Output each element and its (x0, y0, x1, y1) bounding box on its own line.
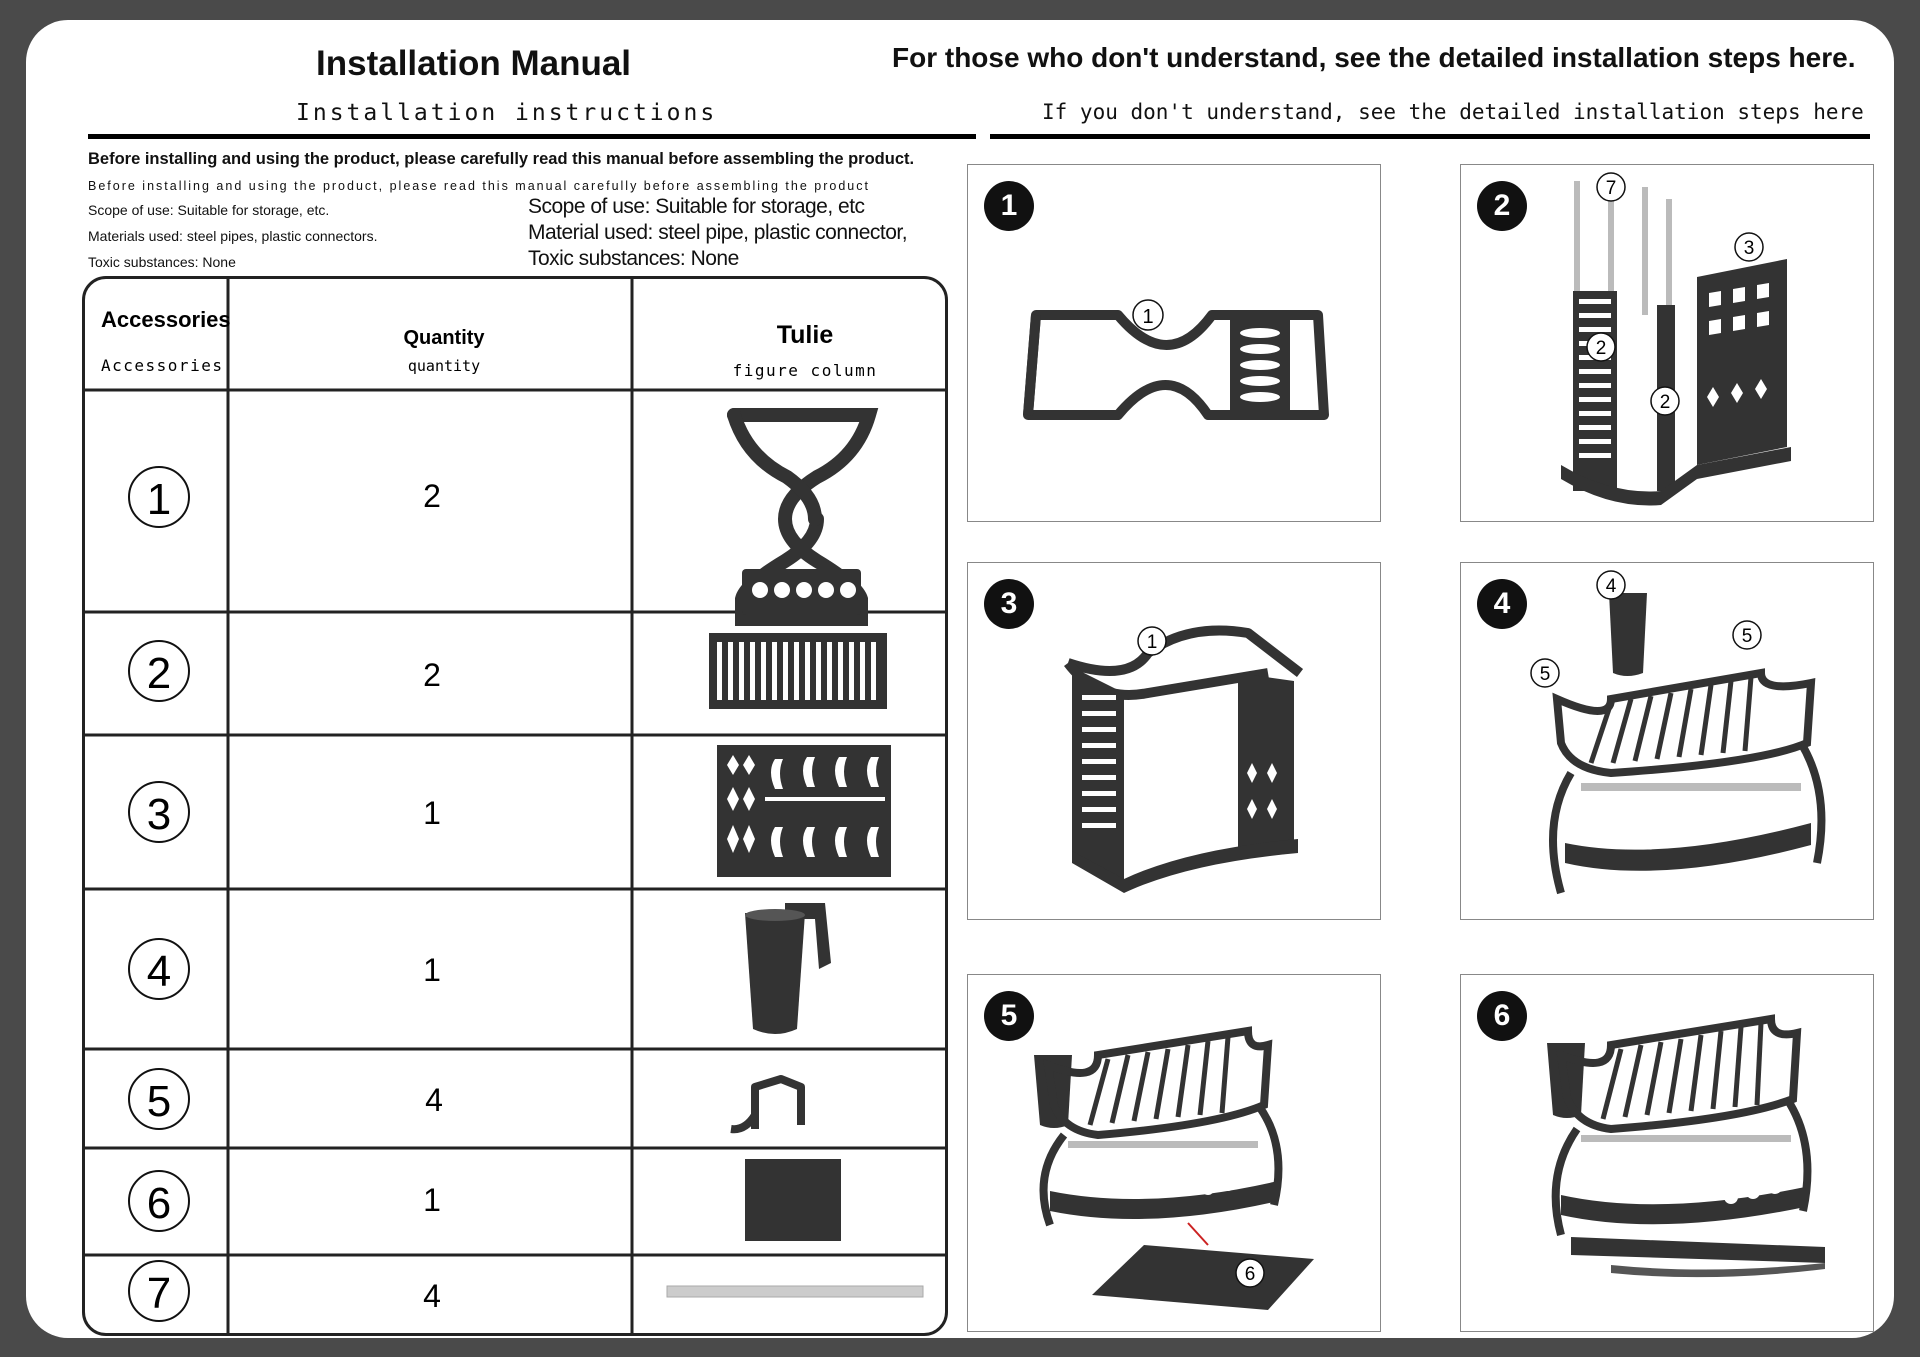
step-3-illustration: 1 (1064, 625, 1304, 893)
header-rule-left (88, 134, 976, 139)
step-callout: 4 (1606, 576, 1617, 597)
part-quantity: 4 (423, 1278, 441, 1314)
step-callout: 2 (1660, 392, 1671, 413)
part-quantity: 4 (425, 1082, 443, 1118)
step-callout: 2 (1596, 338, 1607, 359)
step-2-illustration: 7 2 2 3 (1561, 172, 1791, 506)
step-panel-2: 2 7 (1460, 164, 1874, 522)
step-callout: 1 (1147, 632, 1158, 653)
step-6-illustration (1547, 1014, 1825, 1278)
header-quantity-sub: quantity (408, 357, 480, 375)
part-number: 5 (147, 1077, 171, 1126)
part-quantity: 1 (423, 952, 441, 988)
spec-materials-large: Material used: steel pipe, plastic conne… (528, 221, 908, 244)
hook-icon (730, 1075, 805, 1134)
utensil-cup-icon (745, 903, 831, 1034)
step-panel-1: 1 1 (967, 164, 1381, 522)
step-badge: 2 (1477, 181, 1527, 231)
frame-side-icon (727, 408, 879, 626)
header-rule-right (990, 134, 1870, 139)
step-callout: 3 (1744, 238, 1755, 259)
accessories-table-graphics: Accessories Accessories Quantity quantit… (85, 279, 945, 1333)
step-panel-4: 4 4 5 5 (1460, 562, 1874, 920)
spec-toxic-large: Toxic substances: None (528, 247, 739, 270)
step-badge: 3 (984, 579, 1034, 629)
slatted-rack-icon (709, 633, 887, 709)
step-callout: 5 (1540, 664, 1551, 685)
part-quantity: 1 (423, 1182, 441, 1218)
step-1-illustration: 1 (1023, 299, 1329, 420)
steps-title: For those who don't understand, see the … (892, 42, 1856, 73)
table-row: 1 2 (128, 408, 879, 626)
table-row: 4 1 (128, 903, 831, 1034)
part-number: 6 (147, 1179, 171, 1228)
intro-notice-small: Before installing and using the product,… (88, 179, 870, 193)
part-number: 2 (147, 649, 171, 698)
spec-toxic: Toxic substances: None (88, 254, 236, 270)
spec-scope: Scope of use: Suitable for storage, etc. (88, 202, 330, 218)
part-quantity: 2 (423, 657, 441, 693)
manual-title: Installation Manual (316, 44, 632, 83)
step-panel-5: 5 6 (967, 974, 1381, 1332)
header-quantity: Quantity (403, 327, 485, 349)
header-accessories-sub: Accessories (101, 356, 223, 375)
step-panel-3: 3 1 (967, 562, 1381, 920)
part-quantity: 2 (423, 478, 441, 514)
table-row: 6 1 (128, 1159, 841, 1241)
intro-notice: Before installing and using the product,… (88, 150, 915, 168)
part-number: 7 (147, 1269, 171, 1318)
spec-scope-large: Scope of use: Suitable for storage, etc (528, 195, 865, 218)
step-badge: 6 (1477, 991, 1527, 1041)
part-number: 3 (147, 790, 171, 839)
steel-pipe-icon (666, 1285, 924, 1298)
steps-subtitle: If you don't understand, see the detaile… (1042, 100, 1864, 124)
step-badge: 1 (984, 181, 1034, 231)
drip-tray-icon (745, 1159, 841, 1241)
accessories-table: Accessories Accessories Quantity quantit… (82, 276, 948, 1336)
step-callout: 1 (1142, 306, 1153, 328)
step-callout: 5 (1742, 626, 1753, 647)
step-panel-6: 6 (1460, 974, 1874, 1332)
cutlery-panel-icon (717, 745, 891, 877)
header-accessories: Accessories (101, 307, 231, 332)
part-number: 1 (147, 475, 171, 524)
table-row: 3 1 (128, 745, 891, 877)
table-row: 5 4 (128, 1068, 805, 1134)
spec-materials: Materials used: steel pipes, plastic con… (88, 228, 378, 244)
table-row: 7 4 (128, 1260, 924, 1322)
header-figure: Tulie (777, 321, 834, 349)
step-5-illustration: 6 (1034, 1026, 1314, 1310)
part-quantity: 1 (423, 795, 441, 831)
step-callout: 7 (1606, 178, 1617, 199)
step-badge: 5 (984, 991, 1034, 1041)
step-callout: 6 (1245, 1264, 1256, 1285)
manual-subtitle: Installation instructions (296, 100, 718, 126)
table-row: 2 2 (128, 633, 887, 709)
step-badge: 4 (1477, 579, 1527, 629)
manual-sheet: Installation Manual Installation instruc… (26, 20, 1894, 1338)
part-number: 4 (147, 947, 171, 996)
header-figure-sub: figure column (733, 361, 878, 380)
step-4-illustration: 4 5 5 (1530, 570, 1826, 895)
